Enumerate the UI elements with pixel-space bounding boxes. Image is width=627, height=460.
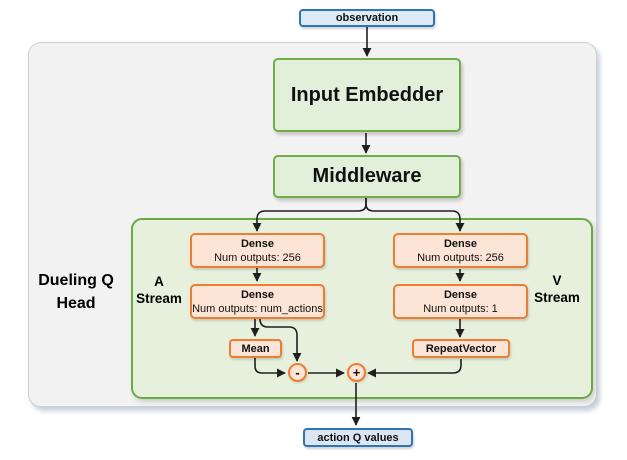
v-stream-label-line2: Stream: [534, 290, 580, 305]
dueling-q-head-label-line2: Head: [56, 295, 96, 312]
dense-a2-title: Dense: [240, 288, 275, 301]
dense-a1-subtitle: Num outputs: 256: [214, 251, 301, 264]
dense-v2-title: Dense: [443, 288, 478, 301]
dense-v2-subtitle: Num outputs: 1: [423, 302, 498, 315]
dense-a2-node: Dense Num outputs: num_actions: [190, 284, 325, 319]
dueling-q-head-label-line1: Dueling Q: [38, 272, 114, 289]
dense-v2-node: Dense Num outputs: 1: [393, 284, 528, 319]
a-stream-label: A Stream: [130, 273, 188, 307]
repeat-vector-node: RepeatVector: [412, 339, 510, 358]
subtract-op-node: -: [288, 363, 307, 382]
dense-v1-subtitle: Num outputs: 256: [417, 251, 504, 264]
dense-a2-subtitle: Num outputs: num_actions: [192, 302, 323, 315]
v-stream-label: V Stream: [527, 272, 587, 306]
action-q-values-node: action Q values: [303, 428, 413, 447]
dueling-q-head-label: Dueling Q Head: [20, 269, 132, 315]
add-op-node: +: [347, 363, 366, 382]
observation-node: observation: [299, 9, 435, 27]
dense-a1-title: Dense: [240, 237, 275, 250]
v-stream-label-line1: V: [552, 273, 562, 288]
mean-node: Mean: [229, 339, 282, 358]
a-stream-label-line2: Stream: [136, 291, 182, 306]
dense-a1-node: Dense Num outputs: 256: [190, 233, 325, 268]
middleware-node: Middleware: [273, 155, 461, 198]
dense-v1-node: Dense Num outputs: 256: [393, 233, 528, 268]
dense-v1-title: Dense: [443, 237, 478, 250]
a-stream-label-line1: A: [154, 274, 164, 289]
input-embedder-node: Input Embedder: [273, 58, 461, 132]
